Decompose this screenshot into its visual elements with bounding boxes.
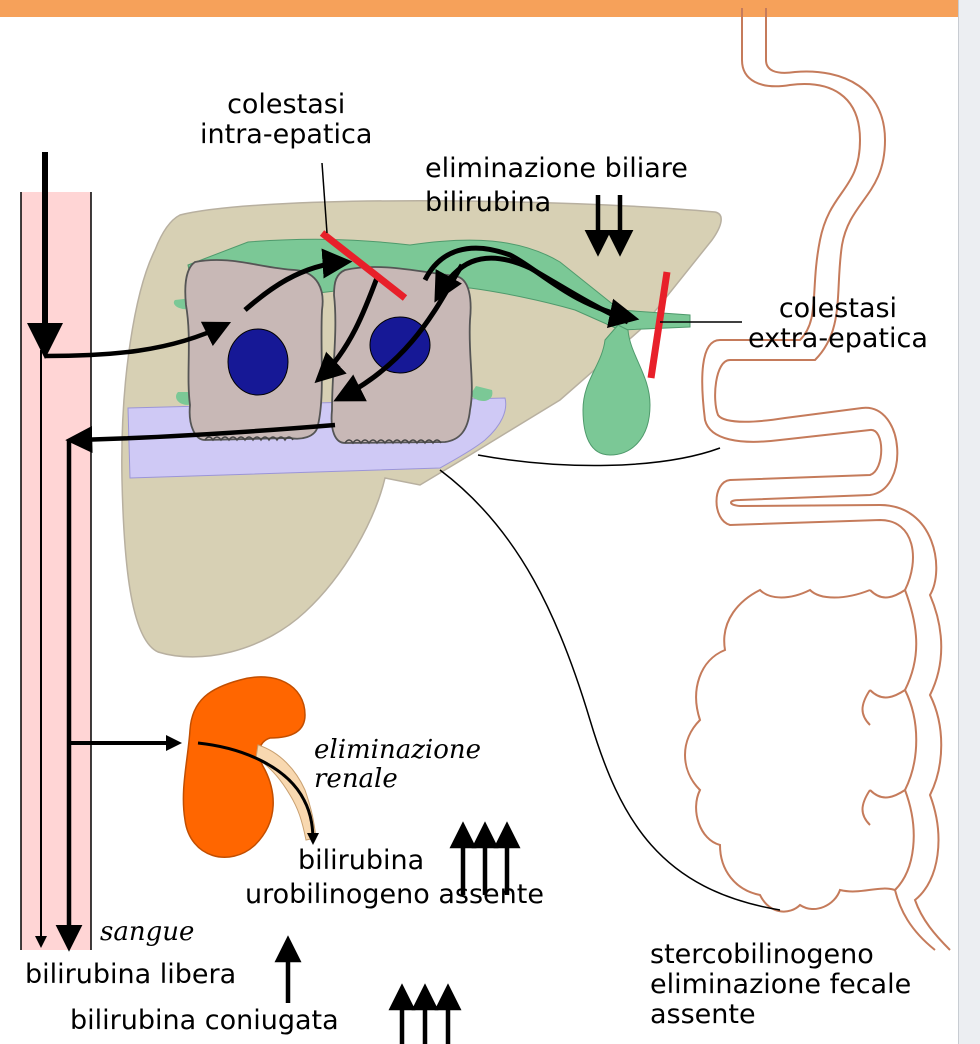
label-conjugated-bilirubin: bilirubina coniugata <box>70 1006 339 1036</box>
label-bilirubin-urine: bilirubina <box>298 846 424 876</box>
label-extra-hepatic-cholestasis: colestasi extra-epatica <box>748 294 928 354</box>
label-stercobilinogen: stercobilinogeno eliminazione fecale ass… <box>650 940 911 1031</box>
label-bilirubin-bile: bilirubina <box>425 188 551 218</box>
duct-to-feces <box>440 470 780 910</box>
label-blood: sangue <box>100 918 194 947</box>
label-intra-hepatic-cholestasis: colestasi intra-epatica <box>200 90 372 150</box>
label-biliary-elimination: eliminazione biliare <box>425 154 688 184</box>
label-renal-elimination: eliminazione renale <box>314 736 481 794</box>
nucleus-left <box>228 329 288 395</box>
label-free-bilirubin: bilirubina libera <box>25 960 236 990</box>
label-urobilinogen: urobilinogeno assente <box>245 880 544 910</box>
right-scrollbar[interactable] <box>958 0 980 1044</box>
blood-vessel <box>21 192 91 950</box>
intestine <box>685 8 950 950</box>
nucleus-right <box>370 317 430 373</box>
